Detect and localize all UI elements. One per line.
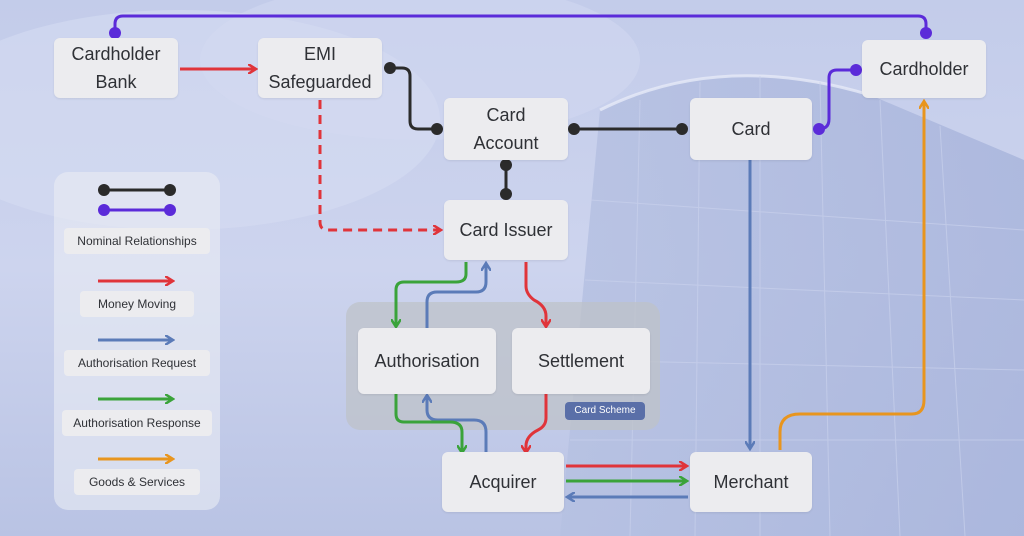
goods-link-merchant-cardholder [778, 102, 924, 450]
node-authorisation: Authorisation [358, 328, 496, 394]
legend-nominal-black-sample [98, 184, 176, 196]
node-acquirer: Acquirer [442, 452, 564, 512]
legend-label-auth-response: Authorisation Response [62, 410, 212, 436]
money-link-emi-issuer [318, 100, 440, 230]
card-scheme-badge: Card Scheme [565, 402, 645, 420]
auth-request-link-authorisation-issuer [425, 264, 486, 328]
auth-response-link-issuer-authorisation [396, 262, 468, 326]
node-card-account: Card Account [444, 98, 568, 160]
node-settlement: Settlement [512, 328, 650, 394]
nominal-link-card-cardholder [818, 68, 856, 131]
nominal-link-emi-card-account [390, 66, 437, 131]
auth-response-link-authorisation-acquirer [394, 394, 462, 452]
legend-nominal-purple-sample [98, 204, 176, 216]
node-cardholder: Cardholder [862, 40, 986, 98]
legend-label-money: Money Moving [80, 291, 194, 317]
money-link-settlement-acquirer [526, 394, 548, 452]
node-card-issuer: Card Issuer [444, 200, 568, 260]
node-emi-safeguarded: EMI Safeguarded [258, 38, 382, 98]
node-card: Card [690, 98, 812, 160]
legend-label-goods: Goods & Services [74, 469, 200, 495]
legend-label-nominal: Nominal Relationships [64, 228, 210, 254]
node-cardholder-bank: Cardholder Bank [54, 38, 178, 98]
nominal-link-bank-cardholder [113, 14, 928, 38]
auth-request-link-acquirer-authorisation [427, 396, 488, 452]
node-merchant: Merchant [690, 452, 812, 512]
legend-label-auth-request: Authorisation Request [64, 350, 210, 376]
money-link-issuer-settlement [524, 262, 546, 326]
